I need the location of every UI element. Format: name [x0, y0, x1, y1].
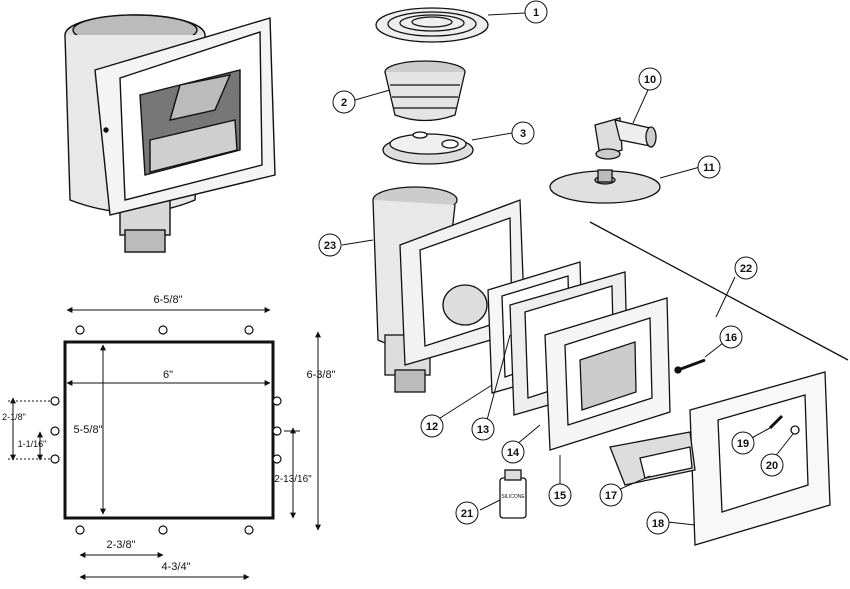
svg-text:10: 10	[644, 74, 656, 86]
callout-20: 20	[760, 453, 784, 477]
part-plug-20	[790, 425, 800, 435]
callout-11: 11	[697, 155, 721, 179]
svg-text:23: 23	[324, 240, 336, 252]
svg-text:2: 2	[341, 97, 347, 109]
callout-18: 18	[646, 511, 670, 535]
part-diverter-plate	[382, 131, 474, 165]
assembled-skimmer-illustration	[64, 14, 276, 253]
template-screw-holes	[50, 325, 282, 535]
part-screw-19	[768, 414, 784, 430]
dim-bottom-outer: 4-3/4"	[162, 561, 191, 573]
callout-2: 2	[332, 90, 356, 114]
dim-bottom-inner: 2-3/8"	[107, 539, 136, 551]
bottle-label: SILICONE	[501, 494, 525, 500]
svg-text:21: 21	[461, 508, 473, 520]
dim-inner-width: 6"	[163, 369, 173, 381]
callout-3: 3	[511, 121, 535, 145]
svg-text:19: 19	[737, 438, 749, 450]
callouts: 1 2 3 10 11 22 23 16 12 13 14 15 19 20 1…	[318, 0, 784, 535]
callout-1: 1	[524, 0, 548, 24]
callout-leaders	[341, 12, 794, 526]
callout-17: 17	[599, 483, 623, 507]
callout-16: 16	[719, 325, 743, 349]
exploded-parts: SILICONE	[372, 7, 849, 546]
svg-text:1: 1	[533, 7, 539, 19]
svg-text:17: 17	[605, 490, 617, 502]
svg-text:3: 3	[520, 128, 526, 140]
callout-21: 21	[455, 501, 479, 525]
part-silicone-bottle: SILICONE	[499, 469, 527, 519]
callout-19: 19	[731, 431, 755, 455]
part-lid	[375, 7, 489, 43]
template-drawing: 6-5/8" 6" 5-5/8" 6-3/8" 2-1/8" 1-1/16" 2…	[2, 294, 336, 580]
svg-text:11: 11	[703, 162, 715, 174]
dim-left-lower: 1-1/16"	[18, 439, 47, 449]
dim-top-width: 6-5/8"	[154, 294, 183, 306]
callout-15: 15	[548, 483, 572, 507]
part-screw-16	[674, 358, 706, 374]
callout-23: 23	[318, 233, 342, 257]
callout-12: 12	[420, 414, 444, 438]
svg-text:22: 22	[740, 263, 752, 275]
callout-14: 14	[501, 440, 525, 464]
callout-13: 13	[471, 417, 495, 441]
callout-10: 10	[638, 67, 662, 91]
svg-text:20: 20	[766, 460, 778, 472]
svg-text:12: 12	[426, 421, 438, 433]
part-basket	[384, 60, 466, 122]
callout-22: 22	[734, 256, 758, 280]
svg-text:15: 15	[554, 490, 566, 502]
svg-text:13: 13	[477, 424, 489, 436]
dim-inner-height: 5-5/8"	[74, 424, 103, 436]
svg-text:16: 16	[725, 332, 737, 344]
svg-text:18: 18	[652, 518, 664, 530]
part-vacuum-plate	[549, 169, 661, 204]
dim-right-height: 6-3/8"	[307, 369, 336, 381]
dim-right-lower: 2-13/16"	[274, 474, 312, 485]
part-elbow-fitting	[594, 117, 657, 160]
dim-left-upper: 2-1/8"	[2, 412, 26, 422]
svg-text:14: 14	[507, 447, 520, 459]
